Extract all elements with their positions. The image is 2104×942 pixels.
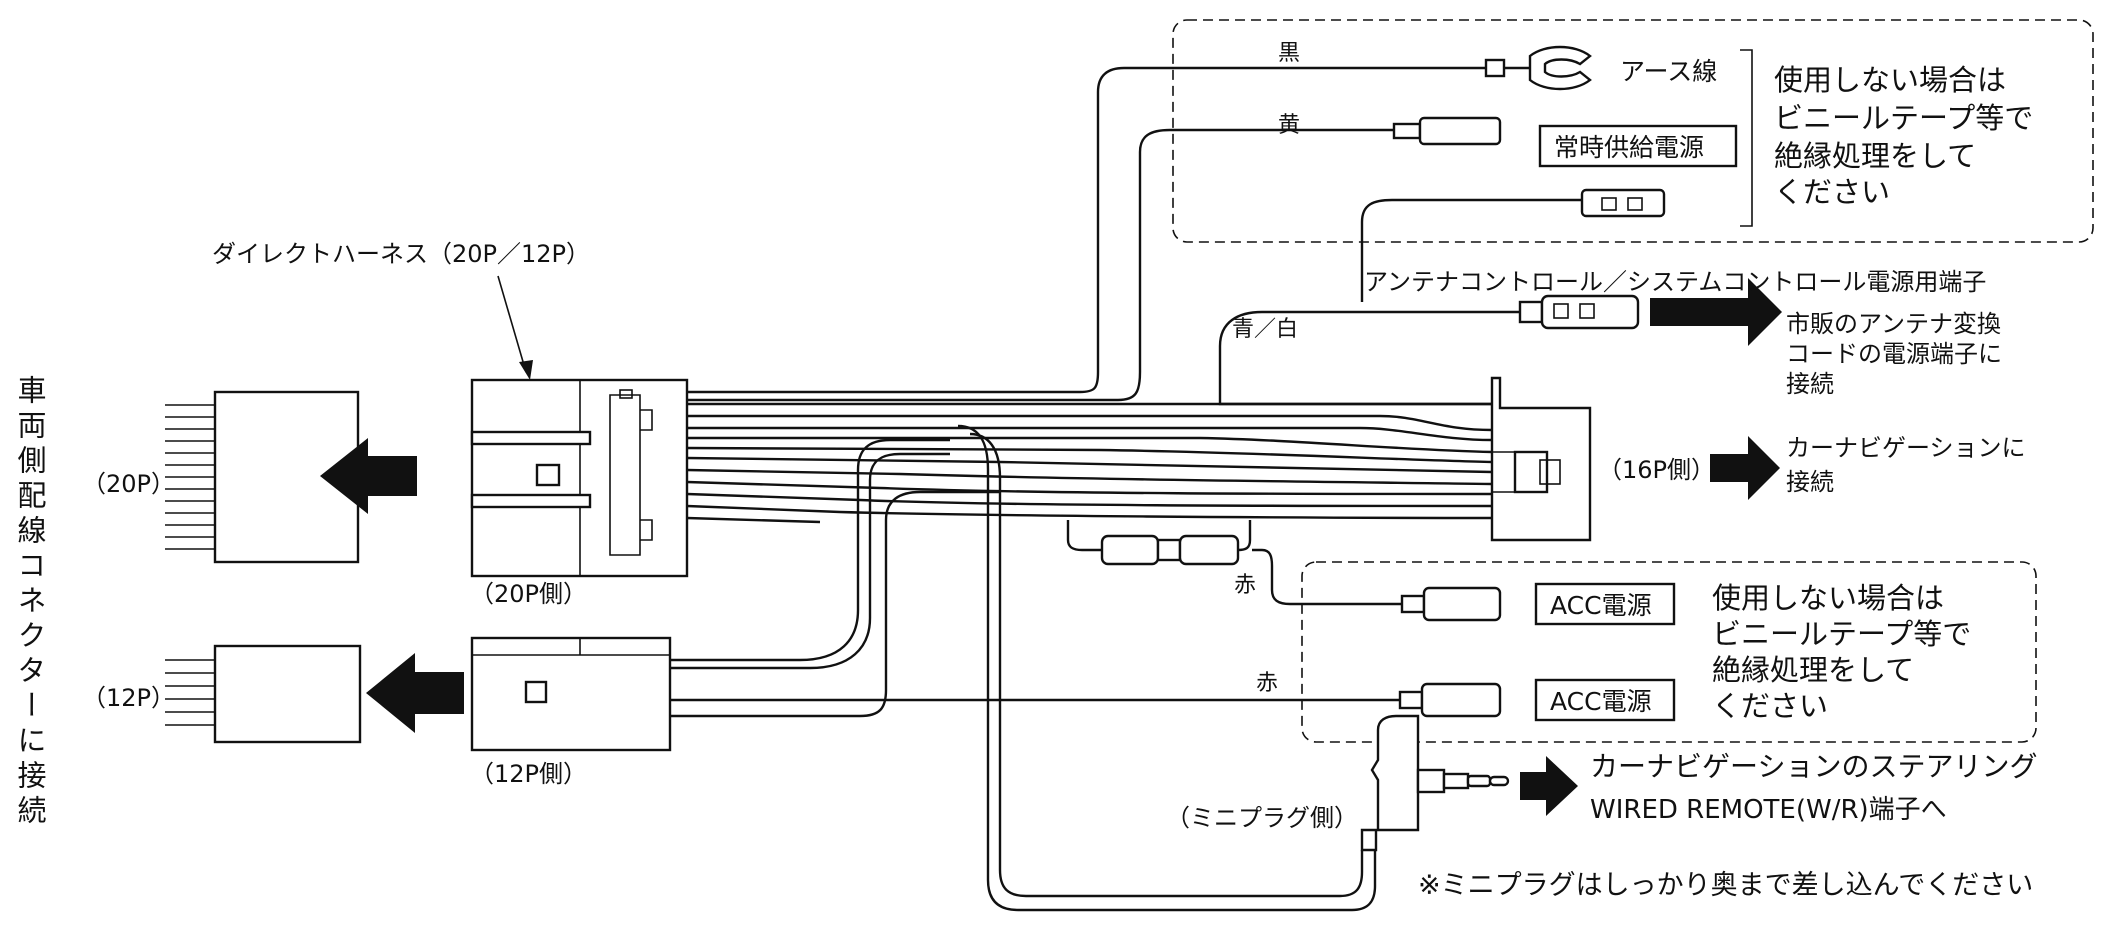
harness-pointer <box>497 275 527 373</box>
unused-top-line-2: ビニールテープ等で <box>1774 101 2033 135</box>
steering-note-1: カーナビゲーションのステアリング <box>1590 750 2037 783</box>
constant-power-box <box>1538 124 1738 168</box>
unused-top-line-1: 使用しない場合は <box>1774 63 2006 97</box>
unused-bottom-line-2: ビニールテープ等で <box>1712 617 1971 651</box>
navi-connector-16p <box>1490 376 1592 542</box>
harness-connector-20p <box>470 378 689 578</box>
unused-wires-bottom-frame <box>1301 561 2037 743</box>
antenna-note-3: 接続 <box>1786 370 1834 398</box>
mini-plug <box>1360 714 1510 852</box>
ground-terminal <box>1484 45 1592 91</box>
acc-terminal-2 <box>1398 682 1502 718</box>
harness-pointer-tip-icon <box>519 360 533 380</box>
acc-2-box <box>1534 678 1676 722</box>
harness-connector-12p <box>470 636 672 752</box>
inline-joint <box>1100 534 1240 566</box>
unused-top-line-3: 絶縁処理をして <box>1774 139 1976 173</box>
acc-2-label: ACC電源 <box>1550 687 1652 716</box>
unused-bottom-line-3: 絶縁処理をして <box>1712 653 1914 687</box>
arrow-antenna-icon <box>1650 278 1782 346</box>
unused-bottom-line-1: 使用しない場合は <box>1712 581 1944 615</box>
label-16p-side: （16P側） <box>1598 456 1715 484</box>
harness-name: ダイレクトハーネス（20P／12P） <box>212 240 590 268</box>
wire-color-red-2: 赤 <box>1256 671 1278 696</box>
antenna-terminal <box>1518 294 1640 330</box>
lower-branch-wires <box>670 424 1400 912</box>
constant-power-terminal <box>1392 116 1502 146</box>
wire-color-red-1: 赤 <box>1234 573 1256 598</box>
antenna-note-1: 市販のアンテナ変換 <box>1786 310 2001 338</box>
acc-1-box <box>1534 582 1676 626</box>
top-group-bracket <box>1740 49 1753 227</box>
acc-1-label: ACC電源 <box>1550 591 1652 620</box>
arrow-mini-plug-icon <box>1520 756 1578 816</box>
mini-plug-side-label: （ミニプラグ側） <box>1166 804 1358 832</box>
arrow-navi-icon <box>1710 436 1780 500</box>
wire-color-black: 黒 <box>1278 41 1300 66</box>
flat-tab-terminal <box>1580 188 1666 218</box>
vehicle-side-label: 車両側配線コネクターに接続 <box>13 375 47 830</box>
wire-color-blue-white: 青／白 <box>1232 317 1298 342</box>
navi-note-2: 接続 <box>1786 468 1834 496</box>
mini-plug-note: ※ミニプラグはしっかり奥まで差し込んでください <box>1418 870 2033 901</box>
label-12p: （12P） <box>82 684 175 712</box>
wire-color-yellow: 黄 <box>1278 113 1300 138</box>
label-20p: （20P） <box>82 470 175 498</box>
arrow-to-20p-icon <box>320 438 417 514</box>
unused-bottom-line-4: ください <box>1712 689 1828 723</box>
upper-branch-wires <box>687 66 1582 406</box>
navi-note-1: カーナビゲーションに <box>1786 434 2026 462</box>
vehicle-connector-12p <box>165 644 362 744</box>
antenna-note-2: コードの電源端子に <box>1786 340 2002 368</box>
unused-wires-top-frame <box>1172 19 2094 243</box>
ground-wire-label: アース線 <box>1620 57 1717 86</box>
label-12p-side: （12P側） <box>470 760 587 788</box>
label-20p-side: （20P側） <box>470 580 587 608</box>
antenna-terminal-label: アンテナコントロール／システムコントロール電源用端子 <box>1364 268 1986 296</box>
arrow-to-12p-icon <box>366 653 464 733</box>
steering-note-2: WIRED REMOTE(W/R)端子へ <box>1590 795 1947 825</box>
constant-power-label: 常時供給電源 <box>1554 133 1704 162</box>
acc-terminal-1 <box>1400 586 1502 622</box>
unused-top-line-4: ください <box>1774 175 1890 209</box>
main-wire-bundle <box>686 402 1493 524</box>
